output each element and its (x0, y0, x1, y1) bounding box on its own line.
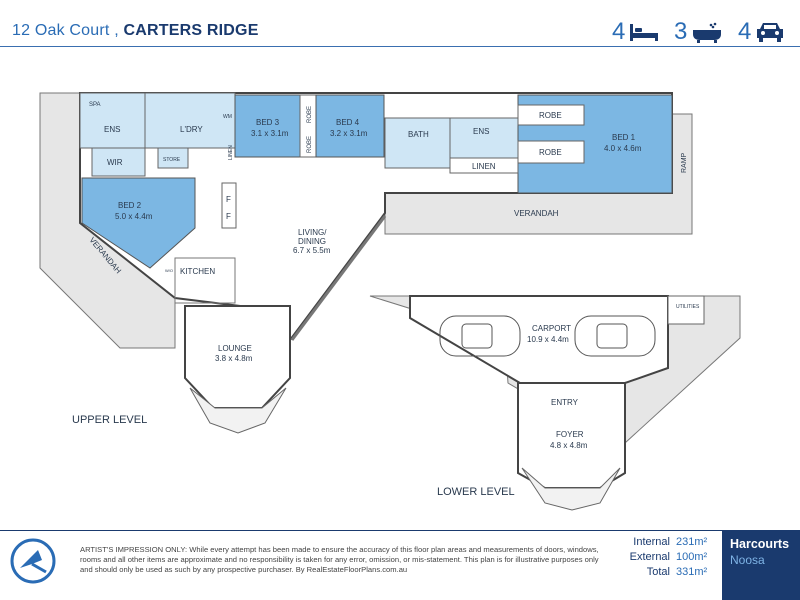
ensuite-2-area (449, 117, 519, 159)
bath-area (384, 117, 451, 169)
footer-divider (0, 530, 800, 531)
label-lower-level: LOWER LEVEL (437, 486, 515, 498)
label-carport: CARPORT (532, 324, 571, 333)
label-ensuite-1: ENS (104, 125, 120, 134)
label-robe-1: ROBE (539, 111, 562, 120)
label-lounge-size: 3.8 x 4.8m (215, 354, 253, 363)
label-kitchen: KITCHEN (180, 267, 215, 276)
fridge-unit (221, 182, 237, 229)
brand-office: Noosa (730, 553, 765, 567)
label-bed2-size: 5.0 x 4.4m (115, 212, 153, 221)
label-foyer-size: 4.8 x 4.8m (550, 441, 588, 450)
label-living: LIVING/ (298, 228, 327, 237)
lounge-stairs (189, 387, 287, 434)
label-bed4: BED 4 (336, 118, 360, 127)
label-dining: DINING (298, 237, 326, 246)
label-wo: W/O (165, 268, 173, 273)
label-store: STORE (163, 157, 181, 163)
store-area (157, 147, 189, 169)
floor-plan: SPA ENS L'DRY WM BED 3 3.1 x 3.1m ROBE R… (39, 92, 741, 511)
label-wir: WIR (107, 158, 123, 167)
label-robe-v1: ROBE (307, 106, 313, 123)
label-verandah-right: VERANDAH (514, 209, 559, 218)
label-fridge-1: F (226, 195, 231, 204)
header-divider (0, 46, 800, 47)
label-ensuite-2: ENS (473, 127, 489, 136)
label-wm: WM (223, 114, 232, 120)
label-upper-level: UPPER LEVEL (72, 414, 147, 426)
label-utilities: UTILITIES (676, 304, 700, 310)
label-entry: ENTRY (551, 398, 579, 407)
label-bed2: BED 2 (118, 201, 142, 210)
wir-area (91, 147, 146, 177)
area-row-total: Total 331m² (646, 566, 708, 578)
carspace-count: 4 (738, 18, 785, 46)
linen-cupboard (449, 157, 519, 174)
label-laundry: L'DRY (180, 125, 203, 134)
street-address: 12 Oak Court , (12, 22, 119, 39)
floorplan-logo-icon (10, 538, 56, 584)
label-carport-size: 10.9 x 4.4m (527, 335, 569, 344)
brand-name: Harcourts (730, 537, 790, 551)
label-foyer: FOYER (556, 430, 584, 439)
robe-1a (517, 104, 585, 126)
label-bed1: BED 1 (612, 133, 636, 142)
area-row-internal: Internal 231m² (633, 536, 708, 548)
bed-icon (630, 24, 659, 41)
car-shape-2 (574, 315, 656, 357)
agency-brand: Harcourts Noosa (722, 531, 800, 600)
property-address: 12 Oak Court , CARTERS RIDGE (12, 22, 259, 40)
utilities-room (667, 295, 705, 325)
area-row-external: External 100m² (629, 551, 708, 563)
label-bed3: BED 3 (256, 118, 280, 127)
label-bed4-size: 3.2 x 3.1m (330, 129, 368, 138)
label-linen-v: LINEN (228, 145, 234, 160)
bedroom-count: 4 (612, 18, 659, 46)
car-shape-1 (439, 315, 521, 357)
robe-1b (517, 140, 585, 164)
label-spa: SPA (89, 102, 101, 108)
label-robe-v2: ROBE (307, 136, 313, 153)
label-lounge: LOUNGE (218, 344, 252, 353)
car-icon (757, 23, 784, 42)
kitchen-bench (174, 257, 236, 304)
label-bed1-size: 4.0 x 4.6m (604, 144, 642, 153)
label-linen: LINEN (472, 162, 496, 171)
label-bed3-size: 3.1 x 3.1m (251, 129, 289, 138)
area-summary: Internal 231m² External 100m² Total 331m… (606, 536, 716, 581)
living-glazing (290, 215, 387, 341)
label-living-size: 6.7 x 5.5m (293, 246, 331, 255)
label-bath: BATH (408, 130, 429, 139)
bed4-room (315, 94, 385, 158)
label-robe-2: ROBE (539, 148, 562, 157)
suburb: CARTERS RIDGE (123, 22, 259, 39)
label-ramp: RAMP (681, 152, 688, 173)
label-fridge-2: F (226, 212, 231, 221)
bed3-room (234, 94, 301, 158)
header: 12 Oak Court , CARTERS RIDGE 4 3 4 (0, 0, 800, 46)
laundry-area (144, 92, 236, 149)
bathtub-icon (693, 22, 722, 43)
bed2-room (81, 177, 196, 269)
bathroom-count: 3 (674, 18, 723, 46)
foyer-stairs (521, 467, 621, 511)
disclaimer-text: ARTIST'S IMPRESSION ONLY: While every at… (80, 545, 599, 574)
